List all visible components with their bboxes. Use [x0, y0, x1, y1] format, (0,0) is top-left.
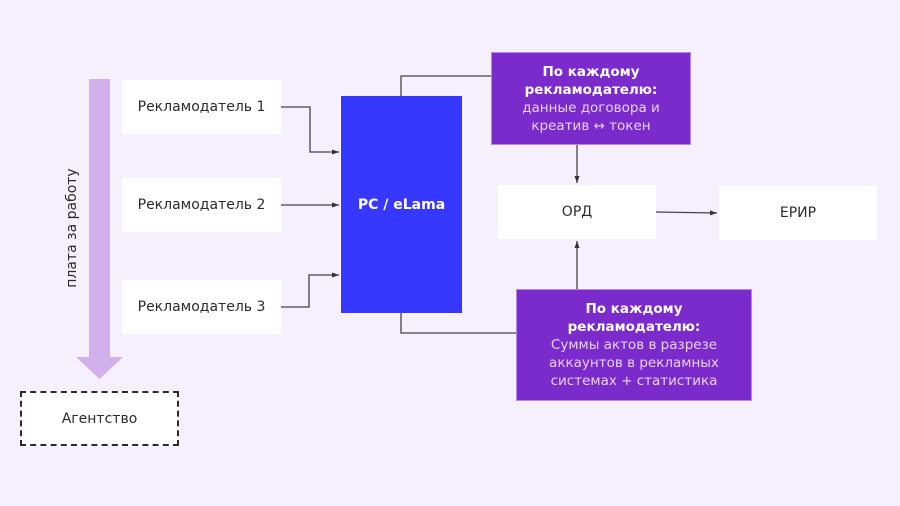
acts-info-node[interactable]: По каждому рекламодателю: Суммы актов в …	[516, 289, 752, 401]
agency-label: Агентство	[61, 410, 138, 427]
advertiser-1-node[interactable]: Рекламодатель 1	[122, 80, 281, 134]
contract-info-body: данные договора и креатив ↔ токен	[522, 99, 660, 134]
edge-platform-acts-info	[400, 313, 516, 334]
ord-node[interactable]: ОРД	[498, 185, 656, 239]
edge-platform-contract-info	[400, 75, 491, 96]
contract-info-heading: По каждому рекламодателю:	[524, 63, 658, 98]
advertiser-3-node[interactable]: Рекламодатель 3	[122, 280, 281, 334]
advertiser-2-node[interactable]: Рекламодатель 2	[122, 178, 281, 232]
advertiser-3-label: Рекламодатель 3	[137, 299, 266, 315]
advertiser-1-label: Рекламодатель 1	[137, 99, 266, 115]
acts-info-heading: По каждому рекламодателю:	[567, 301, 701, 335]
acts-info-body: Суммы актов в разрезе аккаунтов в реклам…	[549, 337, 719, 389]
platform-node[interactable]: РС / eLama	[341, 96, 462, 313]
erir-node[interactable]: ЕРИР	[719, 186, 877, 240]
agency-node[interactable]: Агентство	[20, 391, 179, 446]
advertiser-2-label: Рекламодатель 2	[137, 197, 266, 213]
payment-arrow	[76, 79, 123, 379]
erir-label: ЕРИР	[779, 205, 817, 221]
edge-advertiser3-platform	[281, 272, 339, 308]
platform-label: РС / eLama	[357, 196, 446, 213]
payment-label: плата за работу	[64, 168, 80, 288]
edge-advertiser1-platform	[281, 106, 339, 155]
edge-ord-erir	[655, 210, 718, 216]
ord-label: ОРД	[561, 204, 593, 220]
contract-info-node[interactable]: По каждому рекламодателю: данные договор…	[491, 52, 691, 145]
